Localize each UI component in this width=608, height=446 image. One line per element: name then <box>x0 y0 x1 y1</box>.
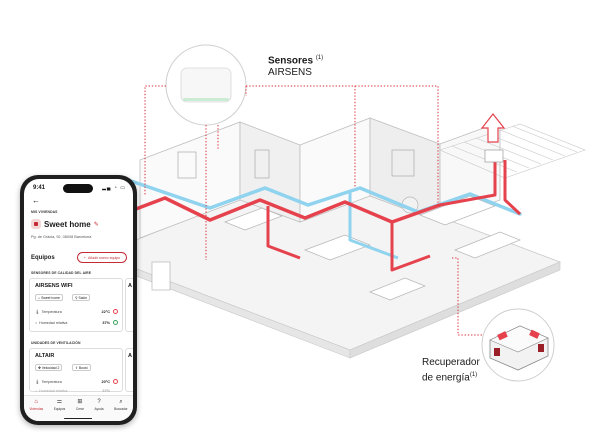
ventilation-card[interactable]: ALTAIR ✤Velocidad 2 ⇧Boost 🌡Temperatura … <box>29 348 123 393</box>
extract-duct-branch <box>348 192 399 260</box>
tab-crear[interactable]: ⊞ Crear <box>75 399 84 411</box>
recuperador-line2: de energía <box>422 372 470 384</box>
sensor-leader-lines <box>144 85 439 260</box>
vent-chip-speed: ✤Velocidad 2 <box>35 364 63 371</box>
status-time: 9:41 <box>33 185 46 191</box>
ventilation-card-title: ALTAIR <box>35 353 55 359</box>
sensores-title: Sensores <box>268 55 314 67</box>
recuperador-leader-line <box>452 257 486 336</box>
status-ok-icon <box>113 320 118 325</box>
edit-pencil-icon[interactable]: ✎ <box>93 221 99 228</box>
supply-duct-branch <box>266 206 301 260</box>
status-warning-icon <box>113 309 118 314</box>
tab-buscador[interactable]: ⌕ Buscador <box>114 399 128 411</box>
ventilation-card-peek[interactable]: A <box>125 348 133 392</box>
supply-duct <box>126 196 442 224</box>
home-name: Sweet home <box>44 219 91 229</box>
plus-square-icon: ⊞ <box>77 399 83 405</box>
dynamic-island <box>63 184 93 193</box>
fan-icon: ✤ <box>38 365 41 370</box>
recuperador-line1: Recuperador <box>422 357 480 368</box>
add-equipment-button[interactable]: + Añadir nuevo equipo <box>77 252 127 263</box>
exhaust-arrow-icon <box>480 113 506 143</box>
arrow-left-icon[interactable]: ← <box>32 196 40 205</box>
sensores-footnote: (1) <box>315 55 324 61</box>
status-warning-icon <box>113 379 118 384</box>
phone-mockup: 9:41 ▂▄ ◔ ▭ ← MIS VIVIENDAS Sweet home ✎… <box>20 175 137 425</box>
section-label-sensores: SENSORES DE CALIDAD DEL AIRE <box>31 271 92 275</box>
window <box>177 151 197 179</box>
sensor-temp-value: 22°C <box>101 310 110 314</box>
sensor-card-peek[interactable]: A <box>125 278 133 332</box>
tab-equipos[interactable]: ⚌ Equipos <box>53 399 66 411</box>
floor-slab-edge-right <box>349 261 561 359</box>
phone-screen: 9:41 ▂▄ ◔ ▭ ← MIS VIVIENDAS Sweet home ✎… <box>24 179 133 421</box>
sensor-card-title: AIRSENS WIFI <box>35 283 73 289</box>
boost-icon: ⇧ <box>75 365 78 370</box>
home-avatar-icon <box>31 219 41 229</box>
sliders-icon: ⚌ <box>56 399 63 405</box>
sensor-humidity-value: 37% <box>102 321 110 325</box>
sensores-callout: Sensores (1) AIRSENS <box>268 52 323 79</box>
help-circle-icon: ? <box>97 399 101 405</box>
section-label-ventilacion: UNIDADES DE VENTILACIÓN <box>31 341 81 345</box>
supply-duct-branch <box>390 222 431 272</box>
vent-temp-value: 20°C <box>101 380 110 384</box>
tab-viviendas[interactable]: ⌂ Viviendas <box>29 399 44 411</box>
tab-ayuda[interactable]: ? Ayuda <box>94 399 104 411</box>
sensor-card[interactable]: AIRSENS WIFI ⌂Sweet home ⚲Salón 🌡Tempera… <box>29 278 123 332</box>
home-indicator <box>64 417 92 419</box>
window <box>254 149 270 179</box>
section-label-viviendas: MIS VIVIENDAS <box>31 210 58 214</box>
sensor-chip-home: ⌂Sweet home <box>35 294 63 301</box>
droplet-icon: ○ <box>35 321 38 325</box>
signal-wifi-battery-icon: ▂▄ ◔ ▭ <box>102 185 126 191</box>
vent-humidity-value: 37% <box>102 389 110 393</box>
vent-humidity-label: ○Humedad relativa <box>35 389 68 393</box>
recuperador-footnote: (1) <box>469 372 478 378</box>
sensor-humidity-label: ○Humedad relativa <box>35 321 68 325</box>
vent-chip-mode: ⇧Boost <box>72 364 91 371</box>
location-icon: ⚲ <box>75 295 78 300</box>
equipos-title: Equipos <box>31 255 55 261</box>
roof-cap <box>484 149 504 163</box>
home-small-icon: ⌂ <box>38 295 41 300</box>
window <box>391 149 415 177</box>
droplet-icon: ○ <box>35 389 38 393</box>
thermometer-icon: 🌡 <box>35 310 40 314</box>
add-equipment-label: Añadir nuevo equipo <box>87 255 121 260</box>
thermometer-icon: 🌡 <box>35 380 40 384</box>
home-address: Pg. de Gràcia, 92, 08008 Barcelona <box>31 235 92 239</box>
supply-duct-riser <box>503 160 522 216</box>
vent-temp-label: 🌡Temperatura <box>35 380 62 384</box>
home-header: Sweet home ✎ <box>31 219 99 229</box>
sensor-chip-room: ⚲Salón <box>72 294 91 301</box>
plus-icon: + <box>83 255 86 260</box>
supply-duct-riser <box>439 160 497 207</box>
recuperador-callout: Recuperador de energía(1) <box>422 356 480 384</box>
tab-bar: ⌂ Viviendas ⚌ Equipos ⊞ Crear ? Ayuda ⌕ … <box>24 395 133 421</box>
extract-duct <box>126 178 522 216</box>
search-icon: ⌕ <box>119 399 123 405</box>
home-icon: ⌂ <box>34 399 38 405</box>
sensores-model: AIRSENS <box>268 67 312 79</box>
sensor-temp-label: 🌡Temperatura <box>35 310 62 314</box>
sensor-device-icon <box>180 67 232 103</box>
